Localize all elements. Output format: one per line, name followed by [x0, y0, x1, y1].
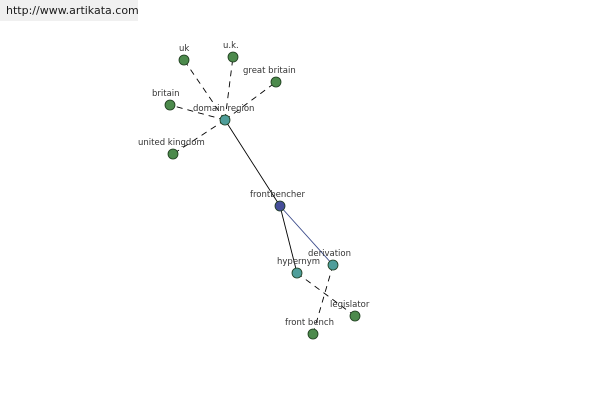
- node-label-derivation: derivation: [308, 249, 351, 259]
- edge-frontbencher-to-hypernym: [279, 205, 298, 274]
- edge-derivation-to-front-bench: [312, 264, 334, 335]
- node-circle-legislator[interactable]: [349, 310, 361, 322]
- node-label-uk: uk: [179, 44, 189, 54]
- node-legislator[interactable]: legislator: [330, 300, 370, 322]
- node-circle-u-k[interactable]: [227, 51, 239, 63]
- graph-nodes: frontbencher domain region hypernymderivat…: [138, 41, 370, 340]
- node-circle-frontbencher[interactable]: [274, 200, 286, 212]
- node-circle-uk[interactable]: [178, 54, 190, 66]
- node-label-frontbencher: frontbencher: [250, 190, 306, 200]
- node-label-hypernym: hypernym: [277, 257, 320, 267]
- node-u-k[interactable]: u.k.: [223, 41, 239, 63]
- node-label-front-bench: front bench: [285, 318, 334, 328]
- node-front-bench[interactable]: front bench: [285, 318, 334, 340]
- edge-domain-region-to-britain: [169, 104, 226, 121]
- node-derivation[interactable]: derivation: [308, 249, 351, 271]
- node-hypernym[interactable]: hypernym: [277, 257, 320, 279]
- edge-domain-region-to-united-kingdom: [172, 119, 226, 155]
- node-label-britain: britain: [152, 89, 180, 99]
- node-circle-great-britain[interactable]: [270, 76, 282, 88]
- edge-hypernym-to-legislator: [296, 272, 356, 317]
- edge-frontbencher-to-domain-region: [224, 119, 281, 207]
- site-url-link[interactable]: http://www.artikata.com: [0, 0, 139, 21]
- node-circle-domain-region[interactable]: [219, 114, 231, 126]
- node-britain[interactable]: britain: [152, 89, 180, 111]
- node-circle-britain[interactable]: [164, 99, 176, 111]
- node-circle-united-kingdom[interactable]: [167, 148, 179, 160]
- edge-domain-region-to-uk: [183, 59, 226, 121]
- node-label-domain-region: domain region: [193, 104, 254, 114]
- node-label-u-k: u.k.: [223, 41, 239, 51]
- node-circle-hypernym[interactable]: [291, 267, 303, 279]
- node-united-kingdom[interactable]: united kingdom: [138, 138, 205, 160]
- edge-frontbencher-to-derivation: [279, 205, 334, 266]
- node-circle-derivation[interactable]: [327, 259, 339, 271]
- node-domain-region[interactable]: domain region: [193, 104, 254, 126]
- node-label-united-kingdom: united kingdom: [138, 138, 205, 148]
- node-frontbencher[interactable]: frontbencher: [250, 190, 306, 212]
- edge-domain-region-to-great-britain: [224, 81, 277, 121]
- graph-edges: [169, 56, 356, 335]
- node-circle-front-bench[interactable]: [307, 328, 319, 340]
- node-label-great-britain: great britain: [243, 66, 296, 76]
- node-great-britain[interactable]: great britain: [243, 66, 296, 88]
- node-label-legislator: legislator: [330, 300, 370, 310]
- node-uk[interactable]: uk: [178, 44, 190, 66]
